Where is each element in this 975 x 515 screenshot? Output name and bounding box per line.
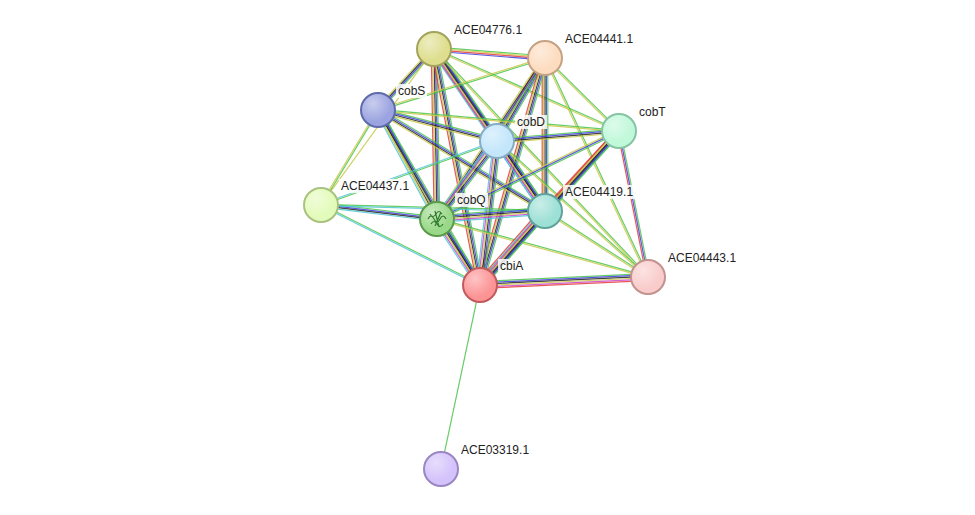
evidence-line <box>491 224 534 272</box>
evidence-line <box>510 152 636 265</box>
node-label: ACE04776.1 <box>452 23 524 37</box>
evidence-line <box>494 227 537 276</box>
evidence-line <box>449 156 488 207</box>
node-shading <box>464 269 496 301</box>
node-shading <box>632 261 664 293</box>
evidence-line <box>450 157 489 208</box>
structure-icon <box>421 203 453 235</box>
interaction-edge <box>394 62 529 105</box>
interaction-edge <box>443 231 473 272</box>
evidence-line <box>338 209 420 219</box>
evidence-line <box>560 220 634 268</box>
evidence-line <box>443 235 468 273</box>
protein-node: cobS <box>360 92 396 128</box>
evidence-line <box>446 61 637 264</box>
node-label: cbiA <box>498 259 525 273</box>
evidence-line <box>454 216 528 222</box>
node-label: ACE04443.1 <box>666 251 738 265</box>
node-shading <box>418 33 450 65</box>
node-shading <box>425 453 457 485</box>
evidence-line <box>507 155 536 197</box>
interaction-edge <box>445 61 637 265</box>
evidence-line <box>394 116 480 138</box>
node-label: cobQ <box>455 193 488 207</box>
protein-node: ACE04419.1 <box>527 193 563 229</box>
node-label: ACE04419.1 <box>563 185 635 199</box>
evidence-line <box>451 53 528 59</box>
interaction-edge <box>337 146 482 200</box>
node-label: cobT <box>637 105 668 119</box>
evidence-line <box>445 62 636 265</box>
protein-node: cobD <box>479 123 515 159</box>
evidence-line <box>445 234 470 272</box>
evidence-line <box>447 233 471 271</box>
evidence-line <box>557 70 607 119</box>
evidence-line <box>489 142 605 271</box>
evidence-line <box>497 280 631 286</box>
node-label: cobD <box>515 115 547 129</box>
node-label: ACE03319.1 <box>459 443 531 457</box>
interaction-edge <box>504 153 539 199</box>
interaction-edge <box>445 302 477 453</box>
evidence-line <box>492 225 535 274</box>
evidence-line <box>542 75 543 194</box>
node-shading <box>529 42 561 74</box>
evidence-line <box>448 232 473 270</box>
evidence-line <box>394 62 529 104</box>
evidence-line <box>559 221 633 269</box>
node-shading <box>305 189 337 221</box>
evidence-line <box>514 135 602 142</box>
protein-node: ACE04441.1 <box>527 40 563 76</box>
node-label: cobS <box>396 84 427 98</box>
evidence-line <box>558 69 608 118</box>
node-shading <box>481 125 513 157</box>
protein-node: cbiA <box>462 267 498 303</box>
node-label: ACE04437.1 <box>339 179 411 193</box>
node-shading <box>603 115 635 147</box>
interaction-edge <box>559 220 634 269</box>
evidence-line <box>454 223 632 272</box>
node-label: ACE04441.1 <box>563 32 635 46</box>
interaction-edge <box>445 152 490 207</box>
evidence-line <box>432 66 434 202</box>
evidence-line <box>451 51 528 57</box>
evidence-line <box>622 148 644 261</box>
protein-node: cobT <box>601 113 637 149</box>
protein-node: cobQ <box>419 201 455 237</box>
node-shading <box>362 94 394 126</box>
evidence-line <box>493 226 536 275</box>
structure-squiggle <box>428 211 446 227</box>
evidence-line <box>490 143 606 272</box>
interaction-edge <box>488 221 537 275</box>
evidence-line <box>451 50 528 56</box>
interaction-edge <box>497 274 631 287</box>
interaction-edge <box>489 142 609 275</box>
protein-node: ACE04443.1 <box>630 259 666 295</box>
evidence-line <box>497 281 631 287</box>
interaction-edge <box>621 147 646 260</box>
protein-node: ACE04437.1 <box>303 187 339 223</box>
evidence-line <box>491 144 607 273</box>
evidence-line <box>509 153 635 266</box>
interaction-edge <box>509 152 636 266</box>
interaction-edge <box>557 69 608 119</box>
evidence-line <box>624 147 646 260</box>
evidence-line <box>446 234 470 272</box>
node-shading <box>529 195 561 227</box>
evidence-line <box>445 302 477 453</box>
evidence-line <box>338 208 420 218</box>
protein-node: ACE03319.1 <box>423 451 459 487</box>
interaction-edge <box>454 209 529 221</box>
interaction-edge <box>451 48 528 58</box>
evidence-line <box>448 155 487 206</box>
evidence-line <box>514 133 602 140</box>
evidence-line <box>394 64 529 106</box>
protein-node: ACE04776.1 <box>416 31 452 67</box>
interaction-edge <box>514 130 602 141</box>
evidence-line <box>621 148 643 261</box>
